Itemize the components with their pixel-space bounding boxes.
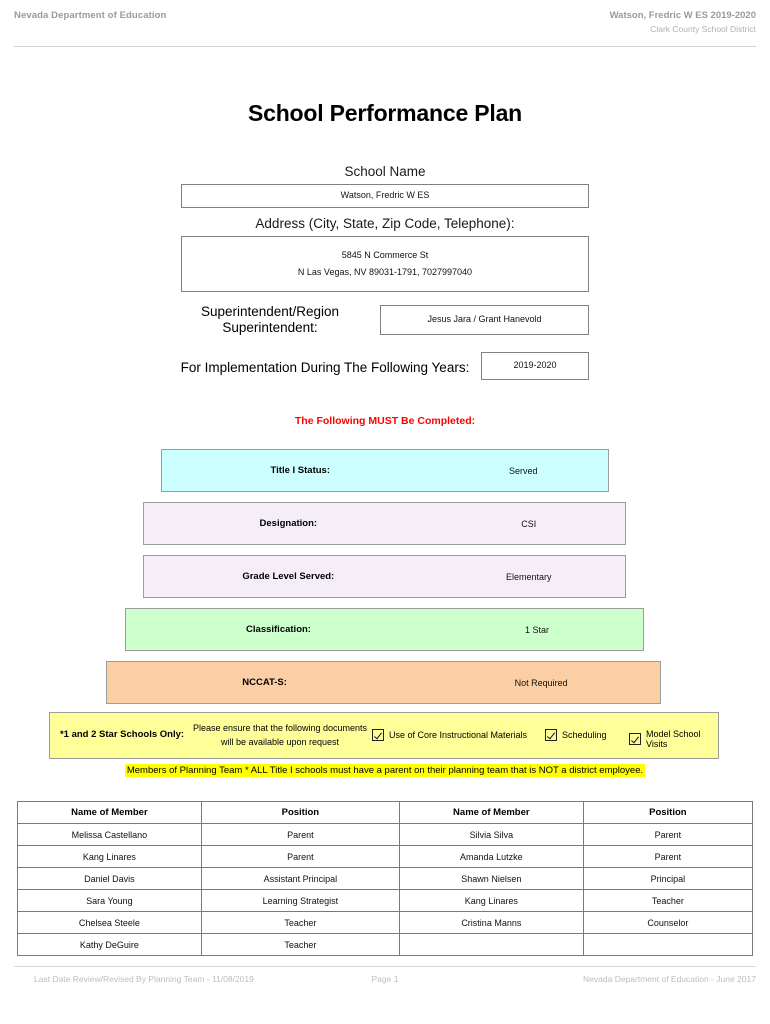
table-row[interactable]: Sara Young Learning Strategist Kang Lina… [17,889,754,912]
status-bar-nccat-s[interactable]: NCCAT-S: Not Required [106,661,661,704]
footer-page-number: Page 1 [371,974,399,984]
checkbox-row-core-materials[interactable]: Use of Core Instructional Materials [372,729,527,741]
planning-team-note: Members of Planning Team * ALL Title I s… [0,764,770,777]
status-bar-title-i[interactable]: Title I Status: Served [161,449,609,492]
school-name-value: Watson, Fredric W ES [340,190,430,201]
member-name[interactable]: Cristina Manns [398,911,584,934]
status-label-designation: Designation: [259,518,318,529]
superintendent-field[interactable]: Jesus Jara / Grant Hanevold [380,305,589,335]
table-row[interactable]: Daniel Davis Assistant Principal Shawn N… [17,867,754,890]
superintendent-value: Jesus Jara / Grant Hanevold [427,314,542,325]
member-name[interactable]: Daniel Davis [17,867,202,890]
member-position[interactable]: Principal [582,867,754,890]
member-position[interactable]: Parent [200,823,400,846]
checkbox-row-model-school-visits[interactable]: Model School Visits [629,729,718,749]
implementation-years-label: For Implementation During The Following … [180,360,470,375]
status-value-nccat-s: Not Required [514,677,568,688]
status-bar-grade-level[interactable]: Grade Level Served: Elementary [143,555,626,598]
status-value-classification: 1 Star [524,624,549,635]
member-name[interactable]: Sara Young [17,889,202,912]
member-name[interactable]: Kang Linares [398,889,584,912]
superintendent-label: Superintendent/Region Superintendent: [200,304,340,336]
footer-source: Nevada Department of Education - June 20… [583,974,756,984]
status-label-classification: Classification: [246,624,311,635]
member-name[interactable]: Melissa Castellano [17,823,202,846]
member-position[interactable]: Parent [582,823,754,846]
address-label: Address (City, State, Zip Code, Telephon… [255,216,515,231]
status-label-title-i: Title I Status: [270,465,330,476]
table-header-name-1: Name of Member [17,801,202,824]
table-header-position-2: Position [582,801,754,824]
star-schools-label: *1 and 2 Star Schools Only: [59,729,185,740]
checkbox-row-scheduling[interactable]: Scheduling [545,729,607,741]
status-value-designation: CSI [521,518,537,529]
planning-team-note-text: Members of Planning Team * ALL Title I s… [124,764,646,777]
member-name[interactable] [398,933,584,956]
member-position[interactable]: Counselor [582,911,754,934]
checkbox-icon[interactable] [372,729,384,741]
table-row[interactable]: Kathy DeGuire Teacher [17,933,754,956]
school-name-field[interactable]: Watson, Fredric W ES [181,184,589,208]
table-row[interactable]: Melissa Castellano Parent Silvia Silva P… [17,823,754,846]
checkbox-icon[interactable] [545,729,557,741]
header-school-info: Watson, Fredric W ES 2019-2020 Clark Cou… [610,10,756,34]
status-label-grade-level: Grade Level Served: [242,571,335,582]
table-header-name-2: Name of Member [398,801,584,824]
planning-team-table: Name of Member Position Name of Member P… [17,801,754,956]
member-name[interactable]: Shawn Nielsen [398,867,584,890]
status-value-title-i: Served [508,465,538,476]
header-divider [14,46,756,47]
address-line-2: N Las Vegas, NV 89031-1791, 7027997040 [297,267,473,277]
member-position[interactable]: Parent [582,845,754,868]
table-row[interactable]: Kang Linares Parent Amanda Lutzke Parent [17,845,754,868]
checkbox-icon[interactable] [629,733,641,745]
header-school-year: Watson, Fredric W ES 2019-2020 [609,10,756,21]
header-district: Clark County School District [650,24,756,34]
member-position[interactable]: Assistant Principal [200,867,400,890]
page-header: Nevada Department of Education Watson, F… [14,10,756,46]
page-footer: Last Date Review/Revised By Planning Tea… [14,974,756,990]
must-complete-banner: The Following MUST Be Completed: [294,415,476,427]
star-schools-bar: *1 and 2 Star Schools Only: Please ensur… [49,712,719,759]
page-title: School Performance Plan [247,100,523,126]
checkbox-label-scheduling: Scheduling [562,730,607,740]
status-bar-designation[interactable]: Designation: CSI [143,502,626,545]
star-schools-note: Please ensure that the following documen… [192,723,368,747]
implementation-years-field[interactable]: 2019-2020 [481,352,589,380]
checkbox-label-model-school-visits: Model School Visits [646,729,701,749]
member-position[interactable] [582,933,754,956]
member-name[interactable]: Kang Linares [17,845,202,868]
header-agency-name: Nevada Department of Education [14,10,167,21]
address-line-1: 5845 N Commerce St [341,249,429,260]
footer-last-revised: Last Date Review/Revised By Planning Tea… [34,974,254,984]
status-label-nccat-s: NCCAT-S: [242,677,287,688]
school-name-label: School Name [344,164,426,179]
member-position[interactable]: Teacher [582,889,754,912]
member-name[interactable]: Kathy DeGuire [17,933,202,956]
address-field[interactable]: 5845 N Commerce St N Las Vegas, NV 89031… [181,236,589,292]
checkbox-label-core-materials: Use of Core Instructional Materials [389,730,528,740]
table-row[interactable]: Chelsea Steele Teacher Cristina Manns Co… [17,911,754,934]
member-position[interactable]: Parent [200,845,400,868]
table-header-row: Name of Member Position Name of Member P… [17,801,754,824]
member-position[interactable]: Teacher [200,933,400,956]
member-name[interactable]: Amanda Lutzke [398,845,584,868]
member-position[interactable]: Teacher [200,911,400,934]
implementation-years-value: 2019-2020 [513,360,557,371]
member-name[interactable]: Silvia Silva [398,823,584,846]
member-position[interactable]: Learning Strategist [200,889,400,912]
footer-divider [14,966,756,967]
table-header-position-1: Position [200,801,400,824]
member-name[interactable]: Chelsea Steele [17,911,202,934]
status-value-grade-level: Elementary [506,571,552,582]
status-bar-classification[interactable]: Classification: 1 Star [125,608,644,651]
